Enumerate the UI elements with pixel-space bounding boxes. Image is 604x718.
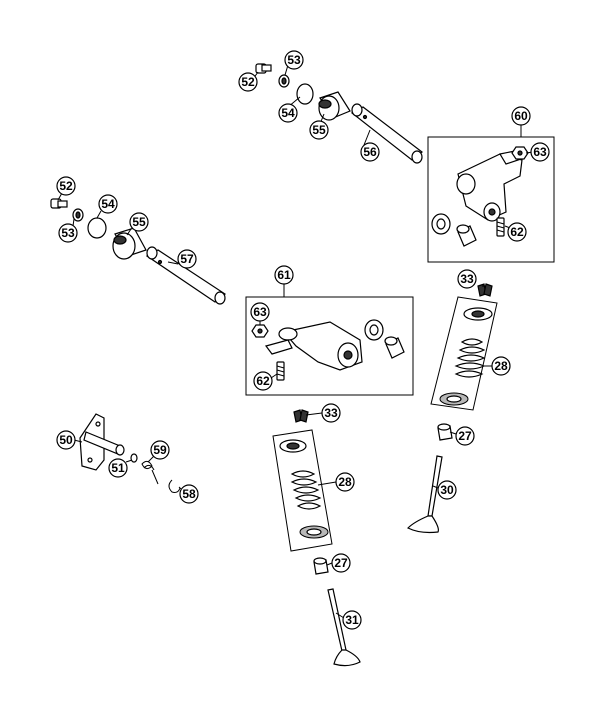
svg-text:63: 63 bbox=[253, 305, 267, 319]
svg-text:62: 62 bbox=[510, 225, 524, 239]
callout-51: 51 bbox=[108, 458, 128, 478]
svg-text:27: 27 bbox=[458, 429, 472, 443]
svg-text:28: 28 bbox=[338, 475, 352, 489]
part-roller-61 bbox=[364, 319, 384, 341]
part-rocker-arm-61 bbox=[264, 321, 363, 371]
part-screw-top bbox=[255, 63, 272, 74]
svg-text:50: 50 bbox=[59, 433, 73, 447]
part-nut-63-a bbox=[511, 146, 529, 160]
svg-text:53: 53 bbox=[61, 226, 75, 240]
part-cotter-33-b bbox=[293, 409, 309, 423]
part-spring-assembly-28-a bbox=[430, 296, 498, 411]
callout-31: 31 bbox=[342, 610, 362, 630]
svg-text:55: 55 bbox=[312, 123, 326, 137]
callout-61: 61 bbox=[274, 265, 294, 285]
part-screw-62-a bbox=[496, 217, 505, 237]
svg-text:27: 27 bbox=[334, 556, 348, 570]
part-bushing-top bbox=[318, 91, 351, 121]
callout-52-top: 52 bbox=[238, 72, 258, 92]
callout-28-b: 28 bbox=[335, 472, 355, 492]
callout-30: 30 bbox=[437, 480, 457, 500]
part-valve-31 bbox=[327, 588, 361, 667]
part-nut-63-b bbox=[251, 324, 269, 338]
part-screw-left bbox=[50, 198, 68, 209]
callout-28-a: 28 bbox=[491, 356, 511, 376]
part-cotter-33-a bbox=[477, 283, 493, 297]
svg-text:28: 28 bbox=[494, 359, 508, 373]
part-roller-60 bbox=[431, 213, 451, 235]
part-ring-51 bbox=[130, 453, 138, 463]
part-bushing-left bbox=[112, 227, 147, 260]
callout-58: 58 bbox=[179, 484, 199, 504]
svg-text:51: 51 bbox=[111, 461, 125, 475]
part-washer-left bbox=[72, 208, 84, 222]
part-spring-assembly-28-b bbox=[272, 429, 333, 552]
svg-text:33: 33 bbox=[460, 272, 474, 286]
part-oring-left bbox=[87, 217, 107, 239]
part-pin-61 bbox=[384, 336, 405, 359]
part-clip-58 bbox=[168, 479, 181, 493]
part-valve-seal-27-a bbox=[437, 423, 453, 441]
svg-text:59: 59 bbox=[153, 443, 167, 457]
svg-text:58: 58 bbox=[182, 487, 196, 501]
assembly-box-60 bbox=[427, 136, 555, 263]
callout-59: 59 bbox=[150, 440, 170, 460]
callout-27-a: 27 bbox=[455, 426, 475, 446]
svg-text:52: 52 bbox=[241, 75, 255, 89]
svg-text:60: 60 bbox=[514, 109, 528, 123]
part-valve-30 bbox=[406, 455, 443, 534]
svg-text:61: 61 bbox=[277, 268, 291, 282]
callout-63-b: 63 bbox=[250, 302, 270, 322]
callout-54-top: 54 bbox=[278, 103, 298, 123]
part-shaft-57 bbox=[145, 246, 227, 305]
svg-text:54: 54 bbox=[281, 106, 295, 120]
part-valve-seal-27-b bbox=[313, 557, 329, 575]
svg-text:54: 54 bbox=[101, 197, 115, 211]
svg-text:55: 55 bbox=[132, 215, 146, 229]
svg-text:31: 31 bbox=[345, 613, 359, 627]
callout-62-b: 62 bbox=[253, 371, 273, 391]
callout-62-a: 62 bbox=[507, 222, 527, 242]
part-shaft-56 bbox=[350, 103, 423, 164]
callout-50: 50 bbox=[56, 430, 76, 450]
callout-53-left: 53 bbox=[58, 223, 78, 243]
part-spring-59 bbox=[141, 460, 159, 485]
svg-text:62: 62 bbox=[256, 374, 270, 388]
callout-33-b: 33 bbox=[321, 403, 341, 423]
assembly-box-61 bbox=[245, 296, 414, 396]
svg-text:57: 57 bbox=[180, 252, 194, 266]
callout-54-left: 54 bbox=[98, 194, 118, 214]
callout-55-left: 55 bbox=[129, 212, 149, 232]
callout-56: 56 bbox=[360, 142, 380, 162]
svg-text:53: 53 bbox=[287, 53, 301, 67]
svg-text:52: 52 bbox=[59, 179, 73, 193]
part-washer-top bbox=[278, 74, 290, 88]
part-screw-62-b bbox=[276, 361, 285, 381]
svg-text:56: 56 bbox=[363, 145, 377, 159]
callout-53-top: 53 bbox=[284, 50, 304, 70]
callout-63-a: 63 bbox=[530, 142, 550, 162]
part-pin-60 bbox=[456, 224, 477, 247]
callout-33-a: 33 bbox=[457, 269, 477, 289]
callout-57: 57 bbox=[177, 249, 197, 269]
part-rocker-arm-60 bbox=[456, 149, 525, 222]
svg-text:33: 33 bbox=[324, 406, 338, 420]
part-oring-top bbox=[296, 83, 314, 105]
svg-text:63: 63 bbox=[533, 145, 547, 159]
part-decompression-shaft-50 bbox=[79, 413, 125, 471]
callout-27-b: 27 bbox=[331, 553, 351, 573]
callout-52-left: 52 bbox=[56, 176, 76, 196]
svg-text:30: 30 bbox=[440, 483, 454, 497]
callout-55-top: 55 bbox=[309, 120, 329, 140]
callout-60: 60 bbox=[511, 106, 531, 126]
